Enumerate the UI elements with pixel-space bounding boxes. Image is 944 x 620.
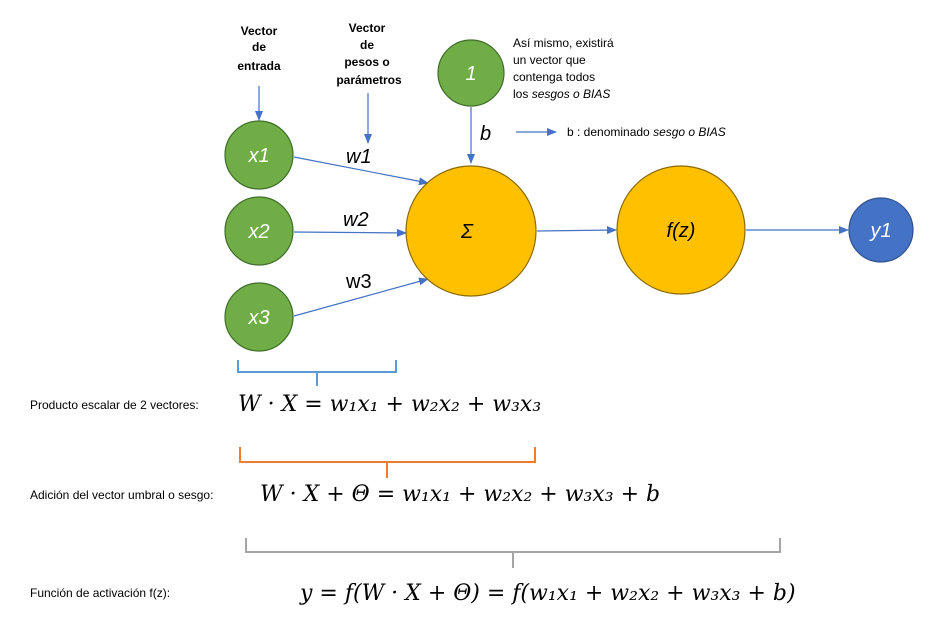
bias-note-line2: un vector que	[513, 53, 586, 67]
brace-gray	[245, 538, 781, 568]
node-output	[848, 197, 914, 263]
bias-note-line3: contenga todos	[513, 70, 595, 84]
edge-label-b: b	[480, 123, 491, 145]
edge-label-w3: w3	[345, 271, 372, 293]
weights-header-line2: de	[360, 38, 374, 52]
bias-note-line4: los sesgos o BIAS	[513, 87, 610, 101]
formula-2-expr: W · X + Θ = w₁x₁ + w₂x₂ + w₃x₃ + b	[260, 482, 660, 507]
formula-3-label: Función de activación f(z):	[30, 586, 170, 600]
node-sum	[405, 165, 537, 297]
node-sum-label: Σ	[460, 221, 474, 243]
formula-1-expr: W · X = w₁x₁ + w₂x₂ + w₃x₃	[238, 392, 541, 417]
weights-header-line3: pesos o	[344, 55, 389, 69]
node-x2-label: x2	[247, 221, 269, 243]
bias-def-italic: sesgo o BIAS	[653, 125, 726, 139]
node-x2	[224, 196, 294, 266]
node-bias	[437, 39, 505, 107]
bias-definition: b : denominado sesgo o BIAS	[567, 125, 726, 139]
edge-label-w2: w2	[343, 209, 369, 231]
brace-blue	[237, 360, 397, 386]
edge-x3-sum	[293, 277, 429, 317]
node-bias-label: 1	[465, 63, 476, 85]
node-x1	[224, 120, 294, 190]
bias-def-prefix: b : denominado	[567, 125, 653, 139]
inputs-header-line2: de	[252, 40, 266, 54]
formula-2-label: Adición del vector umbral o sesgo:	[30, 488, 213, 502]
node-activation-label: f(z)	[667, 220, 696, 242]
edge-sum-activation	[536, 226, 617, 235]
inputs-header-line3: entrada	[237, 59, 281, 73]
node-x3	[224, 282, 294, 352]
formula-1-label: Producto escalar de 2 vectores:	[30, 398, 199, 412]
bias-note-line1: Así mismo, existirá	[513, 36, 614, 50]
node-x1-label: x1	[247, 145, 269, 167]
brace-orange	[239, 447, 536, 478]
node-output-label: y1	[868, 220, 891, 242]
inputs-header-line1: Vector	[241, 24, 278, 38]
weights-header-line1: Vector	[349, 21, 386, 35]
edge-x1-sum	[293, 156, 429, 186]
formula-3-expr: y = f(W · X + Θ) = f(w₁x₁ + w₂x₂ + w₃x₃ …	[299, 581, 796, 606]
weights-header-line4: parámetros	[336, 73, 402, 87]
edge-label-w1: w1	[346, 146, 372, 168]
node-x3-label: x3	[247, 307, 269, 329]
bias-note-line4-prefix: los	[513, 87, 532, 101]
bias-note-line4-italic: sesgos o BIAS	[532, 87, 611, 101]
node-activation	[616, 165, 746, 295]
edge-x2-sum	[293, 228, 407, 237]
